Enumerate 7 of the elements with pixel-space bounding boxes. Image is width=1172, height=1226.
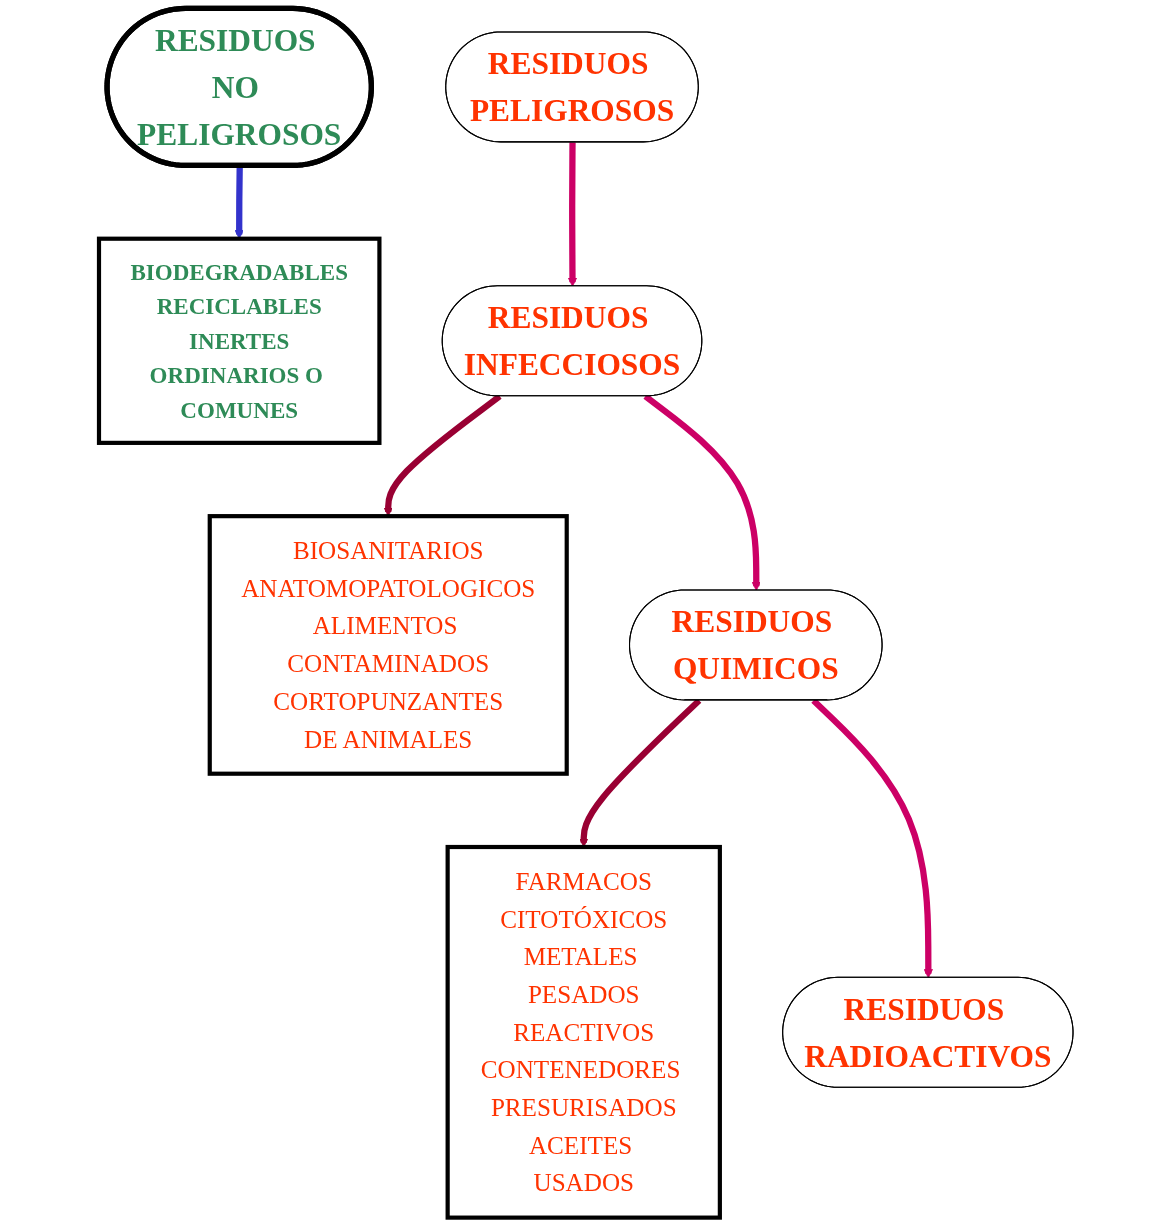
arrow [234,165,244,240]
node-box: FARMACOS CITOTÓXICOS METALES PESADOS REACTIVOS CONTENEDORES PRESURISADOS ACEITES USADOS [445,844,722,1220]
node-box: BIOSANITARIOS ANATOMOPATOLOGICOS ALIMENTOS CONTAMINADOS CORTOPUNZANTES DE ANIMALES [207,514,569,776]
node-box: BIODEGRADABLES RECICLABLES INERTES ORDINARIOS O COMUNES [96,236,382,445]
arrow [811,698,933,979]
arrow [567,142,578,287]
arrow [643,393,761,591]
